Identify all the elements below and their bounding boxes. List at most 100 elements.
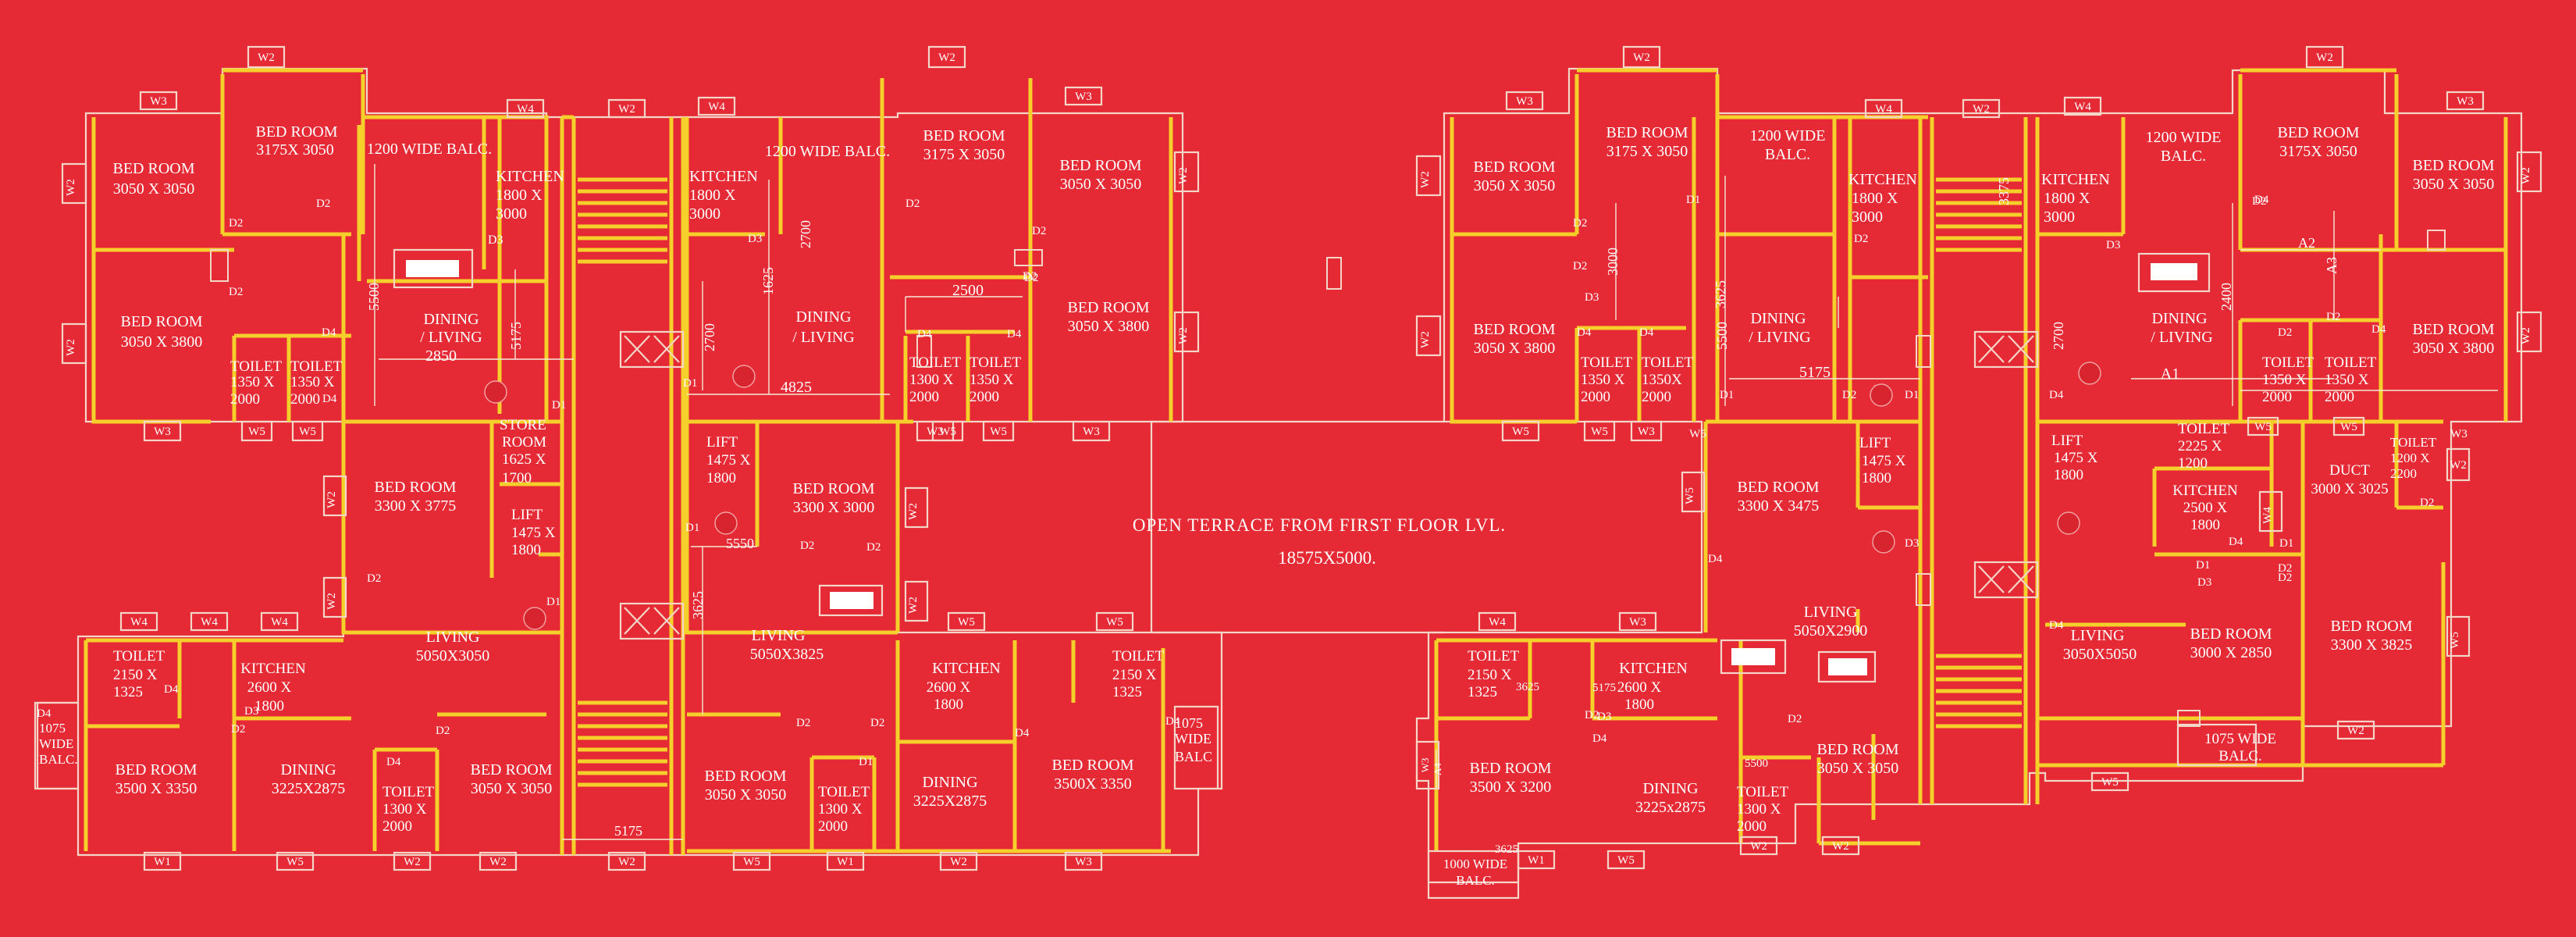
- plan-label: 2200: [2390, 466, 2417, 481]
- plan-label: W2: [65, 179, 77, 196]
- plan-label: 1200 WIDE: [2146, 129, 2222, 146]
- plan-label: 1800 X: [496, 187, 543, 204]
- plan-label: 2000: [382, 818, 412, 835]
- plan-label: 5050X3825: [750, 646, 824, 663]
- plan-label: BED ROOM: [2190, 625, 2272, 643]
- plan-label: W3: [2457, 95, 2474, 108]
- plan-label: 1625: [760, 267, 776, 295]
- plan-label: 2150 X: [1112, 667, 1157, 683]
- plan-label: TOILET: [1112, 648, 1165, 664]
- plan-label: 5500: [1745, 757, 1768, 770]
- plan-label: BALC.: [1456, 873, 1495, 888]
- plan-label: KITCHEN: [1619, 660, 1688, 677]
- plan-label: W1: [154, 856, 171, 868]
- unit-markers: [484, 362, 2101, 630]
- plan-label: 5050X2900: [1794, 622, 1867, 640]
- plan-label: TOILET: [2178, 421, 2230, 437]
- plan-label: 2000: [1737, 818, 1767, 835]
- plan-label: W2: [258, 52, 275, 64]
- plan-label: W2: [1177, 167, 1190, 184]
- corner-posts: [210, 230, 2446, 727]
- lift-shafts: [393, 248, 2211, 683]
- plan-label: D4: [1577, 326, 1592, 339]
- plan-label: 2700: [798, 220, 813, 248]
- plan-label: W5: [958, 616, 975, 629]
- plan-label: 3375: [1996, 177, 2012, 205]
- plan-label: KITCHEN: [240, 661, 306, 677]
- plan-label: 3050 X 3800: [1068, 318, 1149, 335]
- plan-label: D2: [1573, 260, 1587, 273]
- plan-label: 3625: [690, 591, 706, 619]
- plan-label: TOILET: [382, 784, 435, 800]
- plan-label: TOILET: [970, 354, 1022, 371]
- plan-label: 5175: [1592, 682, 1616, 694]
- plan-label: 1200 WIDE: [1750, 127, 1826, 144]
- plan-label: 3050 X 3800: [1474, 340, 1555, 357]
- plan-label: W5: [1512, 426, 1529, 438]
- plan-label: D2: [2420, 497, 2434, 509]
- plan-label: W5: [248, 426, 265, 438]
- plan-label: 1700: [502, 470, 532, 486]
- plan-label: 5500: [366, 283, 382, 311]
- plan-label: 3000: [2044, 208, 2075, 226]
- plan-label: TOILET: [2390, 435, 2437, 450]
- plan-label: 3225X2875: [913, 793, 987, 810]
- plan-label: D2: [800, 540, 814, 552]
- plan-label: BED ROOM: [470, 761, 552, 778]
- plan-label: D4: [386, 756, 401, 768]
- plan-label: LIVING: [426, 629, 480, 646]
- plan-label: D1: [1686, 194, 1700, 206]
- plan-label: ROOM: [502, 434, 546, 451]
- plan-label: D2: [2278, 326, 2292, 339]
- plan-label: A4: [1432, 763, 1443, 775]
- plan-label: 2400: [2218, 283, 2234, 311]
- plan-label: D4: [2371, 323, 2386, 336]
- plan-label: W5: [2254, 421, 2272, 433]
- plan-label: 2000: [2325, 389, 2354, 405]
- plan-label: DINING: [423, 311, 479, 328]
- plan-label: D4: [1592, 732, 1607, 745]
- plan-label: W3: [927, 426, 944, 438]
- plan-label: D1: [683, 377, 697, 390]
- plan-label: KITCHEN: [2041, 171, 2110, 188]
- plan-label: 1800: [1862, 470, 1891, 486]
- interior-walls: [84, 68, 2508, 855]
- plan-label: 1300 X: [382, 801, 427, 818]
- plan-label: 1350 X: [1581, 372, 1625, 388]
- plan-label: D4: [1708, 553, 1723, 565]
- plan-label: BALC.: [2161, 148, 2206, 165]
- plan-label: W2: [1419, 331, 1432, 348]
- plan-label: 1200 WIDE BALC.: [367, 141, 492, 158]
- plan-label: 2000: [230, 391, 260, 408]
- plan-label: BED ROOM: [704, 768, 786, 785]
- plan-label: W4: [708, 101, 725, 113]
- plan-label: TOILET: [230, 358, 283, 375]
- plan-label: W5: [1689, 428, 1706, 440]
- plan-label: W2: [618, 856, 635, 868]
- plan-label: 3050 X 3800: [2413, 340, 2494, 357]
- plan-label: W1: [1528, 854, 1545, 867]
- plan-label: BED ROOM: [374, 479, 456, 496]
- plan-label: 3300 X 3000: [793, 499, 874, 516]
- plan-label: W3: [1083, 426, 1100, 438]
- plan-label: 1350 X: [970, 372, 1014, 388]
- plan-label: BED ROOM: [1469, 760, 1551, 777]
- plan-label: W3: [1629, 616, 1646, 629]
- plan-label: W5: [286, 856, 304, 868]
- plan-label: W2: [1973, 103, 1990, 116]
- plan-label: D2: [1854, 233, 1868, 245]
- plan-label: W5: [1106, 616, 1123, 629]
- plan-label: D2: [1024, 272, 1038, 284]
- plan-label: W3: [1075, 856, 1092, 868]
- plan-label: 3500 X 3350: [116, 780, 197, 797]
- plan-label: W5: [1684, 487, 1696, 504]
- plan-label: LIVING: [2071, 627, 2125, 644]
- plan-label: 3000: [1852, 208, 1883, 226]
- plan-label: 1325: [1468, 684, 1497, 700]
- redaction-blocks: [406, 260, 2197, 675]
- plan-label: W3: [1638, 426, 1655, 438]
- plan-label: W5: [939, 426, 956, 438]
- plan-label: 5175: [1799, 364, 1831, 381]
- plan-label: 3175X 3050: [256, 141, 333, 159]
